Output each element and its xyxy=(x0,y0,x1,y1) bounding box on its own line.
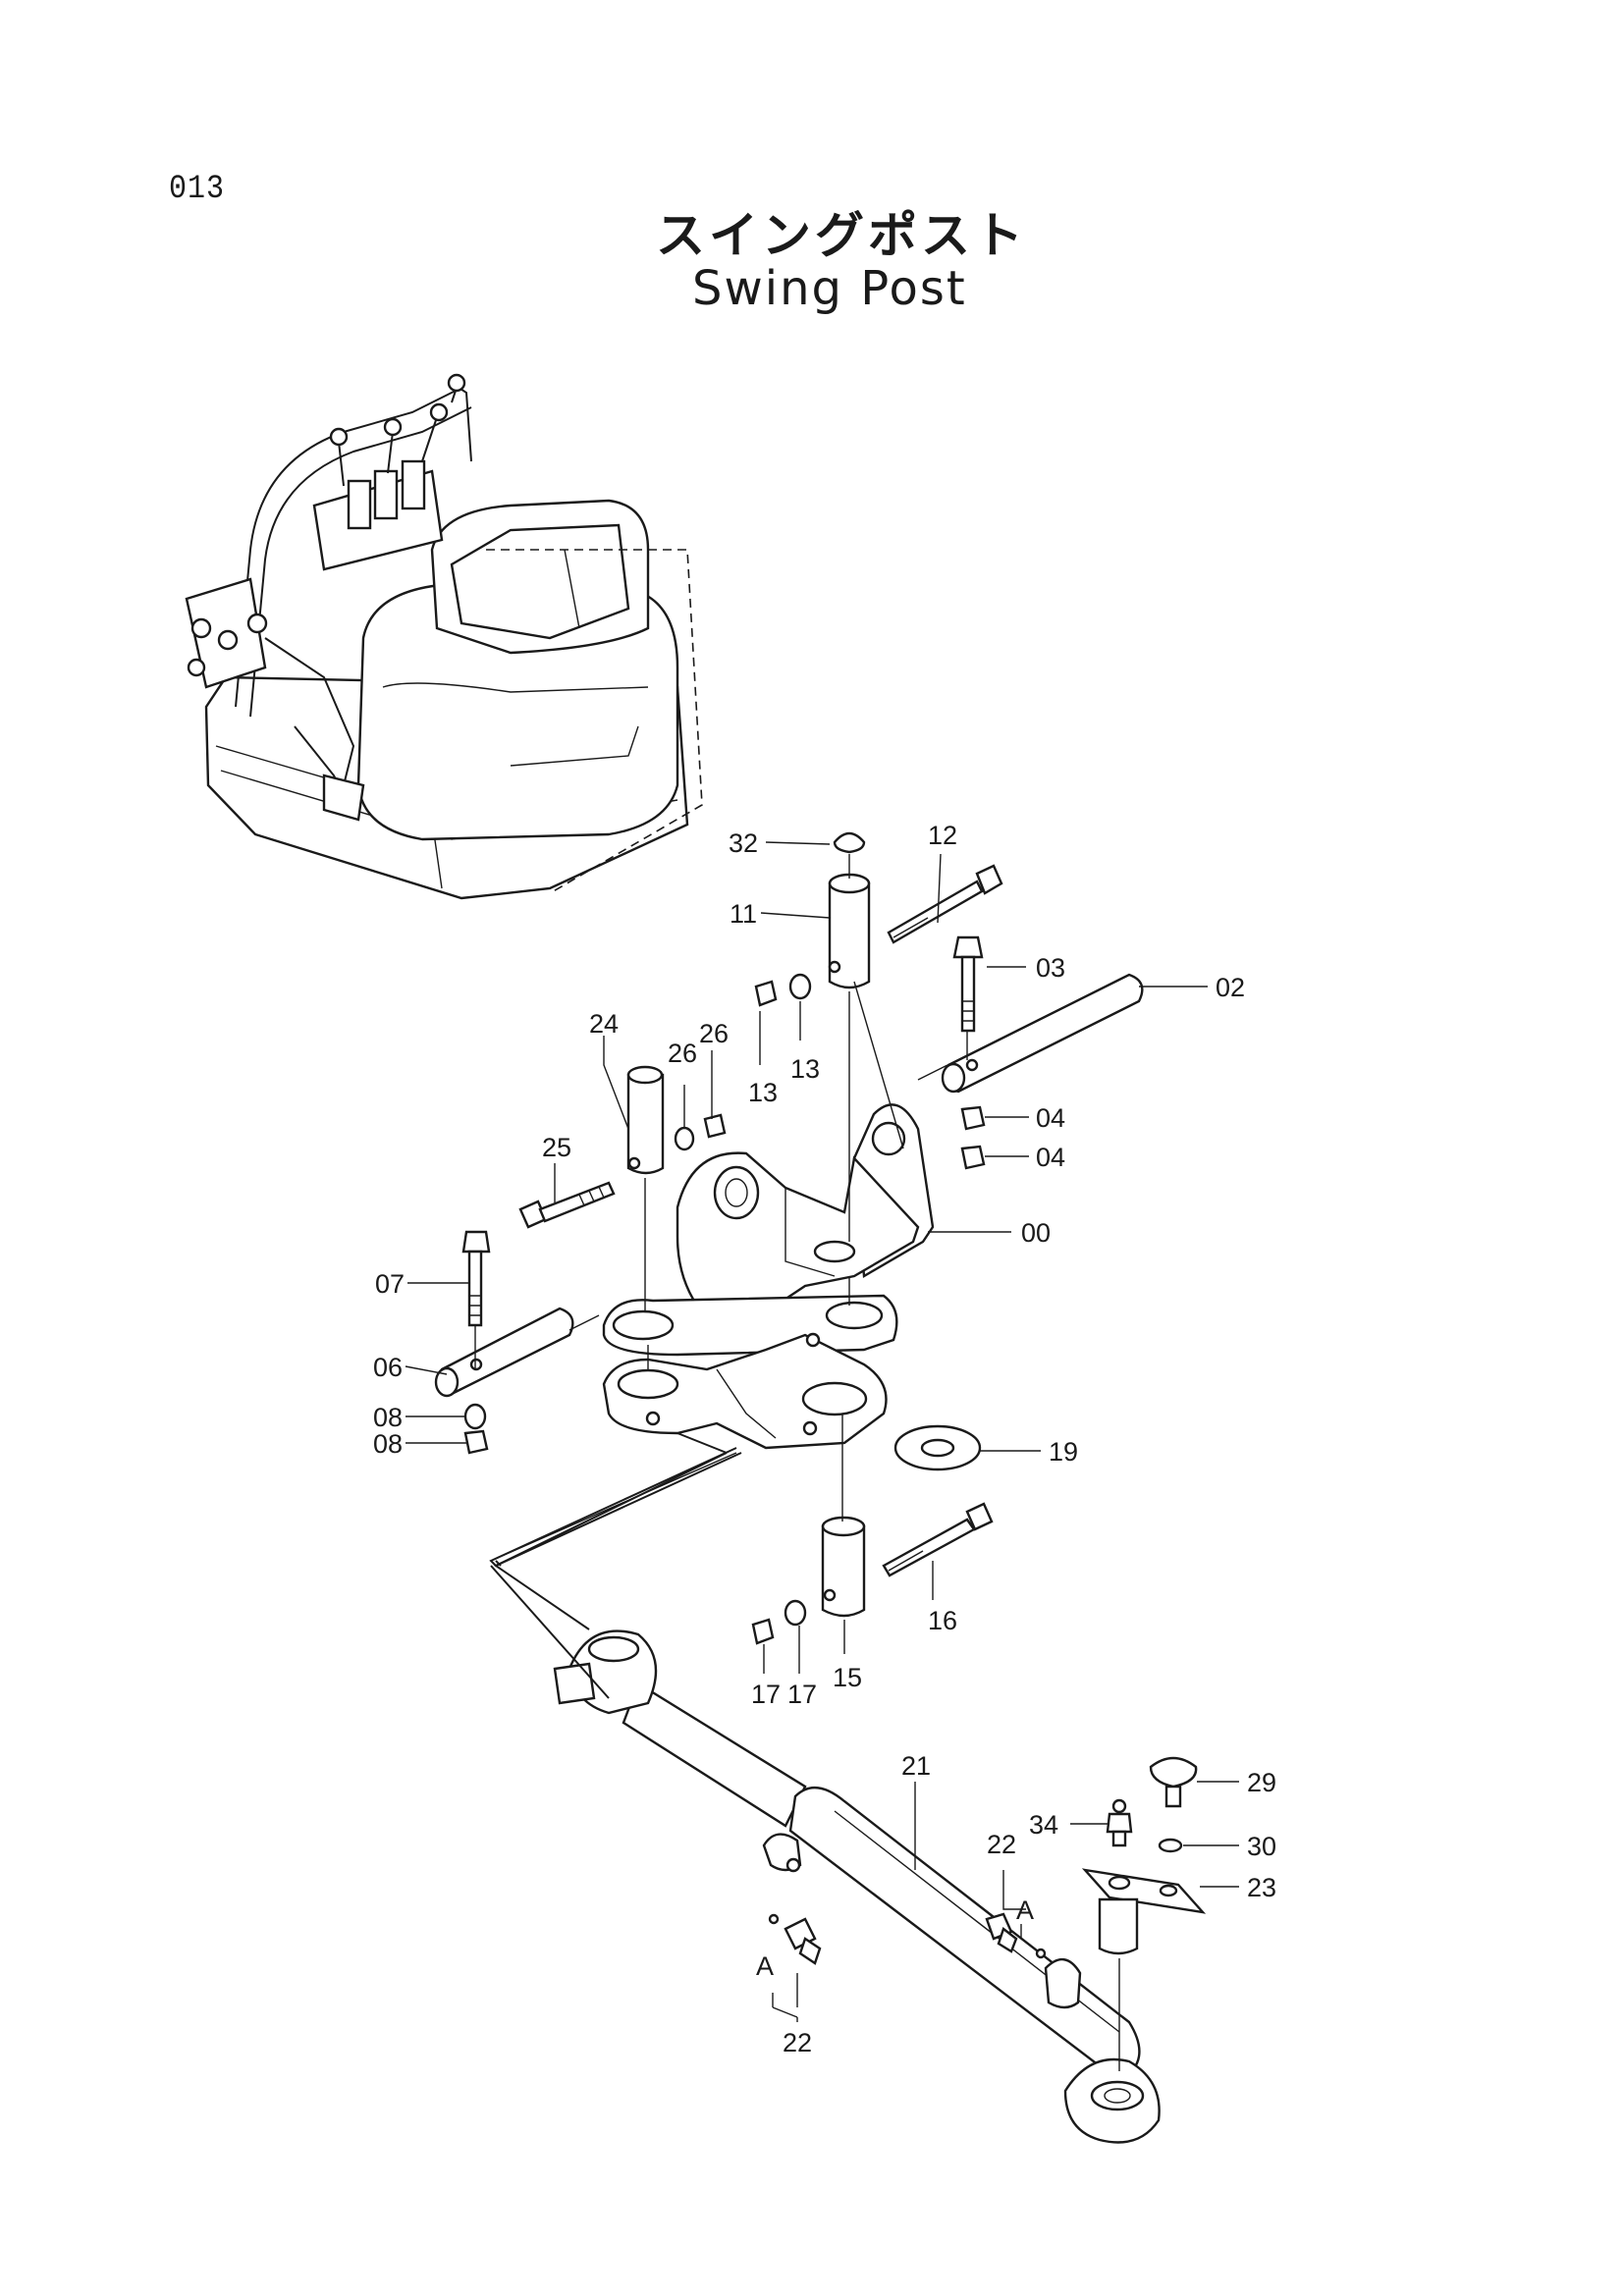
nuts-part-04 xyxy=(960,1105,986,1170)
callout-22-right: 22 xyxy=(987,1830,1016,1859)
callout-04-lower: 04 xyxy=(1036,1143,1065,1172)
grease-fitting-part-22-left xyxy=(768,1913,822,1965)
grease-cap-part-32 xyxy=(833,831,866,854)
callout-08-lower: 08 xyxy=(373,1429,403,1459)
callout-16: 16 xyxy=(928,1606,957,1635)
pin-part-06 xyxy=(434,1307,574,1398)
nuts-part-26 xyxy=(674,1113,727,1151)
callout-04-upper: 04 xyxy=(1036,1103,1065,1133)
callout-34: 34 xyxy=(1029,1810,1058,1840)
callout-32: 32 xyxy=(729,828,758,858)
callout-02: 02 xyxy=(1216,973,1245,1002)
callout-22-left: 22 xyxy=(783,2028,812,2057)
callout-03: 03 xyxy=(1036,953,1065,983)
snap-ring-part-30 xyxy=(1158,1838,1183,1853)
callout-A-right: A xyxy=(1016,1896,1034,1925)
callout-13-left: 13 xyxy=(748,1078,778,1107)
callout-17-left: 17 xyxy=(751,1680,781,1709)
bolt-part-07 xyxy=(461,1230,491,1327)
pin-part-24 xyxy=(626,1065,665,1175)
pin-part-11 xyxy=(828,873,871,989)
callout-labels: 00 02 03 04 04 06 07 08 08 11 12 13 13 1… xyxy=(373,821,1276,2057)
callout-12: 12 xyxy=(928,821,957,850)
knob-part-29 xyxy=(1149,1756,1198,1808)
callout-26-right: 26 xyxy=(699,1019,729,1048)
pin-part-15 xyxy=(821,1516,866,1618)
callout-13-right: 13 xyxy=(790,1054,820,1084)
nuts-part-08 xyxy=(463,1403,489,1455)
plate-part-23 xyxy=(1081,1868,1207,1955)
leader-lines xyxy=(405,841,1239,2022)
washer-part-19 xyxy=(893,1424,982,1471)
callout-15: 15 xyxy=(833,1663,862,1692)
grease-fitting-part-34 xyxy=(1106,1798,1133,1847)
callout-06: 06 xyxy=(373,1353,403,1382)
callout-25: 25 xyxy=(542,1133,571,1162)
swing-bracket-part-00 xyxy=(602,1103,935,1450)
callout-17-right: 17 xyxy=(787,1680,817,1709)
page-number: 013 xyxy=(169,170,226,209)
callout-A-left: A xyxy=(756,1951,774,1981)
page-title-english: Swing Post xyxy=(692,261,967,316)
machine-overview-illustration xyxy=(185,373,703,900)
callout-08-upper: 08 xyxy=(373,1403,403,1432)
nuts-part-17 xyxy=(751,1599,807,1645)
callout-00: 00 xyxy=(1021,1218,1051,1248)
swing-cylinder-part-21 xyxy=(553,1629,1161,2144)
callout-23: 23 xyxy=(1247,1873,1276,1902)
callout-07: 07 xyxy=(375,1269,405,1299)
callout-30: 30 xyxy=(1247,1832,1276,1861)
callout-11: 11 xyxy=(730,899,757,929)
grease-fitting-part-22-right xyxy=(985,1912,1047,1959)
bolt-part-03 xyxy=(952,935,984,1033)
bolt-part-25 xyxy=(518,1181,616,1229)
assembly-lines xyxy=(474,854,1120,2071)
callout-29: 29 xyxy=(1247,1768,1276,1797)
nuts-part-13 xyxy=(754,973,812,1007)
callout-21: 21 xyxy=(901,1751,931,1781)
callout-24: 24 xyxy=(589,1009,619,1039)
callout-19: 19 xyxy=(1049,1437,1078,1467)
bolt-part-12 xyxy=(887,864,1003,944)
page-title-japanese: スイングポスト xyxy=(656,207,1027,264)
callout-26-left: 26 xyxy=(668,1039,697,1068)
bolt-part-16 xyxy=(882,1502,994,1577)
pin-part-02 xyxy=(941,973,1144,1094)
